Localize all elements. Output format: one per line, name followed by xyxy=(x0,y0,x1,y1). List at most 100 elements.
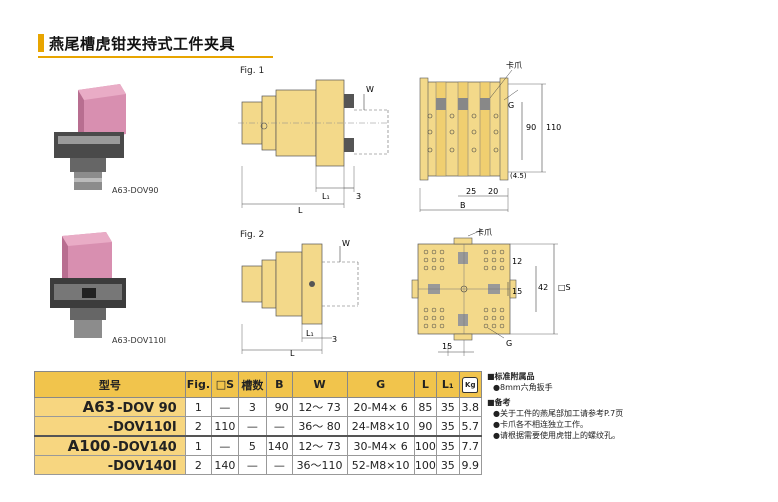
col-header-model: 型号 xyxy=(34,371,186,398)
model-cell: -DOV140I xyxy=(34,455,186,475)
weight-cell: 5.7 xyxy=(458,416,483,437)
fig2-dim-s: □S xyxy=(558,283,571,292)
fig1-dim-4-5: (4.5) xyxy=(510,172,527,180)
fig1-dim-b: B xyxy=(460,201,466,210)
b-cell: — xyxy=(266,416,293,437)
weight-cell: 7.7 xyxy=(458,435,483,456)
product-caption-dov90: A63-DOV90 xyxy=(112,186,159,195)
fig1-dim-l: L xyxy=(298,206,303,215)
weight-cell: 9.9 xyxy=(458,455,483,475)
b-cell: — xyxy=(266,455,293,475)
notes-panel: ■标准附属品 ●8mm六角扳手 ■备考 ●关于工件的燕尾部加工请参考P.7页 ●… xyxy=(487,371,727,441)
fig2-dim-15-vert: 15 xyxy=(512,287,522,296)
weight-cell: 3.8 xyxy=(458,397,483,417)
slots-cell: — xyxy=(237,416,268,437)
col-header-b: B xyxy=(266,371,293,398)
fig1-dim-3: 3 xyxy=(356,192,361,201)
fig2-dim-15-horiz: 15 xyxy=(442,342,452,351)
col-header-weight: Kg xyxy=(458,371,483,398)
weight-kg-icon: Kg xyxy=(462,376,479,393)
fig2-dim-g: G xyxy=(506,339,512,348)
standard-accessories-heading: ■标准附属品 xyxy=(487,372,535,381)
l-cell: 85 xyxy=(413,397,438,417)
table-header-row: 型号 Fig. □S 槽数 B W G L L₁ Kg xyxy=(34,371,483,398)
product-caption-dov110i: A63-DOV110I xyxy=(112,336,166,345)
g-cell: 20-M4× 6 xyxy=(346,397,415,417)
col-header-l: L xyxy=(413,371,438,398)
remark-item: ●关于工件的燕尾部加工请参考P.7页 xyxy=(493,409,624,418)
fig-cell: 2 xyxy=(184,416,213,437)
model-cell: A63-DOV 90 xyxy=(34,397,186,417)
fig1-dim-20: 20 xyxy=(488,187,498,196)
title-underline xyxy=(38,56,273,58)
col-header-l1: L₁ xyxy=(436,371,460,398)
l1-cell: 35 xyxy=(436,416,460,437)
slots-cell: 3 xyxy=(237,397,268,417)
l1-cell: 35 xyxy=(436,397,460,417)
fig1-jaw-label: 卡爪 xyxy=(506,60,522,70)
standard-accessory-item: ●8mm六角扳手 xyxy=(493,383,553,392)
s-cell: — xyxy=(211,397,239,417)
product-photo-dov110i xyxy=(50,232,126,338)
col-header-slots: 槽数 xyxy=(237,371,268,398)
col-header-fig: Fig. xyxy=(184,371,213,398)
fig1-dim-l1: L₁ xyxy=(322,192,330,201)
model-cell: A100-DOV140 xyxy=(34,435,186,456)
fig-cell: 1 xyxy=(184,397,213,417)
fig2-dim-l: L xyxy=(290,349,295,358)
fig2-dim-l1: L₁ xyxy=(306,329,314,338)
l-cell: 100 xyxy=(413,435,438,456)
l1-cell: 35 xyxy=(436,435,460,456)
model-cell: -DOV110I xyxy=(34,416,186,437)
fig1-dim-g: G xyxy=(508,101,514,110)
fig1-top-view: 卡爪 G 90 110 (4.5) 25 20 B xyxy=(419,60,561,212)
product-photo-dov90 xyxy=(54,84,126,190)
fig1-dim-w: W xyxy=(366,85,374,94)
table-row: A100-DOV140 1 — 5 140 12～ 73 30-M4× 6 10… xyxy=(34,435,483,456)
fig-cell: 2 xyxy=(184,455,213,475)
slots-cell: — xyxy=(237,455,268,475)
fig2-top-view: 卡爪 12 15 42 □S G 15 xyxy=(411,227,571,356)
fig2-dim-12: 12 xyxy=(512,257,522,266)
fig-cell: 1 xyxy=(184,435,213,456)
page-title: 燕尾槽虎钳夹持式工件夹具 xyxy=(38,30,268,56)
col-header-w: W xyxy=(291,371,348,398)
remarks-heading: ■备考 xyxy=(487,398,511,407)
page-title-text: 燕尾槽虎钳夹持式工件夹具 xyxy=(49,34,236,53)
fig2-jaw-label: 卡爪 xyxy=(476,227,492,237)
fig2-label: Fig. 2 xyxy=(240,230,265,240)
table-row: -DOV110I 2 110 — — 36～ 80 24-M8×10 90 35… xyxy=(34,416,483,437)
remark-item: ●卡爪各不相连独立工作。 xyxy=(493,420,588,429)
s-cell: 110 xyxy=(211,416,239,437)
s-cell: — xyxy=(211,435,239,456)
fig1-dim-25: 25 xyxy=(466,187,476,196)
table-row: A63-DOV 90 1 — 3 90 12～ 73 20-M4× 6 85 3… xyxy=(34,397,483,417)
table-row: -DOV140I 2 140 — — 36～110 52-M8×10 100 3… xyxy=(34,455,483,475)
fig1-dim-90: 90 xyxy=(526,123,536,132)
col-header-g: G xyxy=(346,371,415,398)
title-marker xyxy=(38,34,44,52)
fig1-dim-110: 110 xyxy=(546,123,561,132)
remark-item: ●请根据需要使用虎钳上的螺纹孔。 xyxy=(493,431,620,440)
g-cell: 30-M4× 6 xyxy=(346,435,415,456)
l-cell: 90 xyxy=(413,416,438,437)
w-cell: 12～ 73 xyxy=(291,435,348,456)
fig2-dim-w: W xyxy=(342,239,350,248)
fig1-label: Fig. 1 xyxy=(240,66,265,76)
b-cell: 90 xyxy=(266,397,293,417)
fig2-dim-42: 42 xyxy=(538,283,548,292)
fig1-side-view: W L₁ 3 L xyxy=(238,79,389,215)
l-cell: 100 xyxy=(413,455,438,475)
fig2-side-view: W L₁ 3 L xyxy=(241,239,359,358)
fig2-dim-3: 3 xyxy=(332,335,337,344)
spec-table: 型号 Fig. □S 槽数 B W G L L₁ Kg A63-DOV 90 1… xyxy=(34,371,483,475)
col-header-s: □S xyxy=(211,371,239,398)
slots-cell: 5 xyxy=(237,435,268,456)
g-cell: 24-M8×10 xyxy=(346,416,415,437)
w-cell: 36～ 80 xyxy=(291,416,348,437)
g-cell: 52-M8×10 xyxy=(346,455,415,475)
s-cell: 140 xyxy=(211,455,239,475)
l1-cell: 35 xyxy=(436,455,460,475)
b-cell: 140 xyxy=(266,435,293,456)
w-cell: 12～ 73 xyxy=(291,397,348,417)
